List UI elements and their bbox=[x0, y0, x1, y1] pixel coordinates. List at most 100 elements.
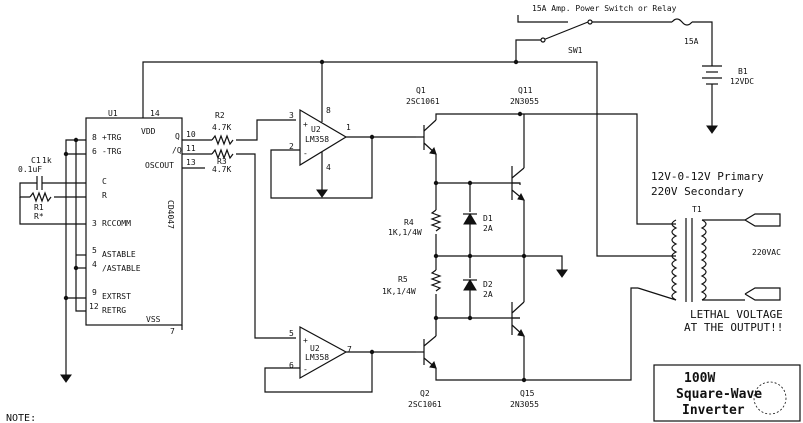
junction-dot bbox=[521, 377, 527, 383]
r1-value: R* bbox=[34, 212, 44, 221]
ic-label-extrst: EXTRST bbox=[102, 292, 131, 301]
ic-pin-8: 8 bbox=[92, 133, 97, 142]
opamp-top-pin1: 1 bbox=[346, 123, 351, 132]
switch-ref: SW1 bbox=[568, 46, 583, 55]
ground-icon-opamp-top bbox=[316, 189, 328, 198]
transformer-ref: T1 bbox=[692, 205, 702, 214]
opamp-top-pin3: 3 bbox=[289, 111, 294, 120]
center-ground-wire bbox=[436, 255, 563, 270]
r2-value: 4.7K bbox=[212, 123, 231, 132]
fuse-to-battery-wire bbox=[692, 21, 713, 62]
junction-dot bbox=[467, 180, 473, 186]
ic-label-astable: ASTABLE bbox=[102, 250, 136, 259]
opamp-top-ref: U2 bbox=[311, 125, 321, 134]
opamp-bottom-feedback bbox=[264, 352, 373, 393]
q11-part: 2N3055 bbox=[510, 97, 539, 106]
resistor-r5 bbox=[430, 269, 442, 292]
fuse-symbol bbox=[671, 18, 693, 26]
title-box: 100W Square-Wave Inverter bbox=[653, 364, 801, 422]
ic-label-q-bar: /Q bbox=[172, 146, 182, 155]
opamp-bottom-pin6: 6 bbox=[289, 361, 294, 370]
transformer-primary-note: 12V-0-12V Primary bbox=[651, 170, 764, 183]
opamp-bottom-pin5: 5 bbox=[289, 329, 294, 338]
diode-d2 bbox=[463, 279, 477, 291]
switch-caption: 15A Amp. Power Switch or Relay bbox=[532, 4, 677, 13]
ic-pin-13: 13 bbox=[186, 158, 196, 167]
switch-terminal-right bbox=[587, 19, 593, 25]
junction-dot bbox=[369, 134, 375, 140]
q2-collector-wire bbox=[435, 317, 520, 336]
junction-dot bbox=[63, 295, 69, 301]
lethal-voltage-warning-line1: LETHAL VOLTAGE bbox=[690, 308, 783, 321]
junction-dot bbox=[467, 315, 473, 321]
switch-caption-leader bbox=[517, 15, 568, 23]
ic-pin-3: 3 bbox=[92, 219, 97, 228]
opamp-top-pin2: 2 bbox=[289, 142, 294, 151]
ic-u1-body bbox=[85, 117, 183, 326]
r1-ref: R1 bbox=[34, 203, 44, 212]
ic-u1-ref: U1 bbox=[108, 109, 118, 118]
opamp-bottom-plus: + bbox=[303, 336, 308, 345]
q1-collector-wire bbox=[435, 113, 638, 225]
resistor-r3 bbox=[211, 148, 234, 160]
q2-emitter-wire bbox=[435, 287, 638, 381]
opamp-top: + - U2 LM358 3 2 1 8 4 bbox=[289, 106, 351, 172]
d1-ref: D1 bbox=[483, 214, 493, 223]
transistor-q15 bbox=[511, 301, 525, 337]
d1-value: 2A bbox=[483, 224, 493, 233]
ground-icon-battery bbox=[706, 125, 718, 134]
ic-label-oscout: OSCOUT bbox=[145, 161, 174, 170]
power-supply-section: 15A Amp. Power Switch or Relay SW1 15A B… bbox=[515, 4, 754, 134]
pin12-wire bbox=[75, 255, 86, 312]
ic-pin-10: 10 bbox=[186, 130, 196, 139]
supply-rail-vdd bbox=[142, 61, 516, 118]
junction-dot bbox=[73, 265, 79, 271]
ic-pin-11: 11 bbox=[186, 144, 196, 153]
secondary-coil bbox=[700, 219, 707, 301]
battery-icon bbox=[702, 62, 722, 126]
transformer-t1 bbox=[671, 218, 707, 302]
junction-dot bbox=[433, 315, 439, 321]
transistor-q2 bbox=[416, 335, 437, 369]
q1-emitter-wire bbox=[435, 154, 521, 185]
r4-value: 1K,1/4W bbox=[388, 228, 422, 237]
q1-ref: Q1 bbox=[416, 86, 426, 95]
ic-label-retrg: RETRG bbox=[102, 306, 126, 315]
r4-ref: R4 bbox=[404, 218, 414, 227]
ic-label-rccomm: RCCOMM bbox=[102, 219, 131, 228]
ic-pin-14: 14 bbox=[150, 109, 160, 118]
opamp-top-minus: - bbox=[303, 149, 308, 158]
junction-dot bbox=[433, 180, 439, 186]
fuse-value: 15A bbox=[684, 37, 699, 46]
ground-icon-center bbox=[556, 269, 568, 278]
junction-dot bbox=[521, 253, 527, 259]
ic-label-r: R bbox=[102, 191, 107, 200]
junction-dot bbox=[517, 111, 523, 117]
r5-ref: R5 bbox=[398, 275, 408, 284]
battery-ref: B1 bbox=[738, 67, 748, 76]
q2-part: 2SC1061 bbox=[408, 400, 442, 409]
capacitor-marker: 1k bbox=[42, 156, 52, 165]
capacitor-left-wire bbox=[19, 182, 37, 198]
ic-pin-7: 7 bbox=[170, 327, 175, 336]
ic-pin-6: 6 bbox=[92, 147, 97, 156]
r3-to-opamp-wire bbox=[236, 153, 296, 339]
junction-dot bbox=[433, 253, 439, 259]
r2-to-opamp-wire bbox=[236, 119, 296, 141]
r2-ref: R2 bbox=[215, 111, 225, 120]
r5-value: 1K,1/4W bbox=[382, 287, 416, 296]
capacitor-value: 0.1uF bbox=[18, 165, 42, 174]
ic-pin-4: 4 bbox=[92, 260, 97, 269]
ic-u1-cd4047: U1 14 VDD 8 +TRG 6 -TRG C R 3 RCCOMM 5 A… bbox=[85, 109, 196, 336]
q1-part: 2SC1061 bbox=[406, 97, 440, 106]
opamp-top-part: LM358 bbox=[305, 135, 329, 144]
opamp-bottom-pin7: 7 bbox=[347, 345, 352, 354]
resistor-r4 bbox=[430, 209, 442, 232]
capacitor-ref: C1 bbox=[31, 156, 41, 165]
q15-part: 2N3055 bbox=[510, 400, 539, 409]
opamp-top-pin4: 4 bbox=[326, 163, 331, 172]
switch-left-wire bbox=[515, 39, 543, 62]
d2-value: 2A bbox=[483, 290, 493, 299]
output-voltage-label: 220VAC bbox=[752, 248, 781, 257]
